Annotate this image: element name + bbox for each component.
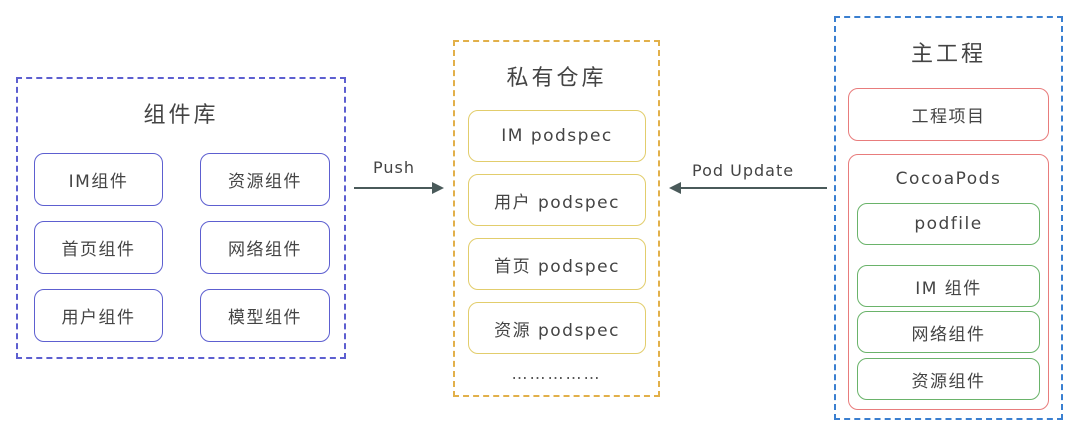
push-arrow: [354, 182, 444, 194]
network-component-box: 网络组件: [200, 221, 330, 274]
cocoapods-title: CocoaPods: [895, 169, 1002, 189]
repo-ellipsis: ……………: [511, 364, 602, 383]
im-podspec-box: IM podspec: [468, 110, 646, 162]
push-label: Push: [373, 158, 415, 177]
project-item-box: 工程项目: [848, 88, 1049, 141]
im-component-box: IM组件: [34, 153, 163, 206]
home-podspec-box: 首页 podspec: [468, 238, 646, 290]
user-podspec-box: 用户 podspec: [468, 174, 646, 226]
pod-update-label: Pod Update: [692, 161, 795, 180]
network-module-box: 网络组件: [857, 311, 1040, 353]
model-component-box: 模型组件: [200, 289, 330, 342]
home-component-box: 首页组件: [34, 221, 163, 274]
private-repo-title: 私有仓库: [506, 66, 607, 91]
main-project-group: 主工程 工程项目 CocoaPods podfile IM 组件 网络组件 资源…: [834, 16, 1063, 420]
resource-module-box: 资源组件: [857, 358, 1040, 400]
private-repo-group: 私有仓库 IM podspec 用户 podspec 首页 podspec 资源…: [453, 40, 660, 397]
resource-component-box: 资源组件: [200, 153, 330, 206]
im-module-box: IM 组件: [857, 265, 1040, 307]
component-library-group: 组件库 IM组件 资源组件 首页组件 网络组件 用户组件 模型组件: [16, 77, 346, 359]
resource-podspec-box: 资源 podspec: [468, 302, 646, 354]
component-library-title: 组件库: [143, 103, 219, 128]
podfile-box: podfile: [857, 203, 1040, 245]
cocoapods-box: CocoaPods podfile IM 组件 网络组件 资源组件: [848, 154, 1049, 410]
main-project-title: 主工程: [910, 42, 986, 67]
pod-update-arrow: [669, 182, 827, 194]
user-component-box: 用户组件: [34, 289, 163, 342]
